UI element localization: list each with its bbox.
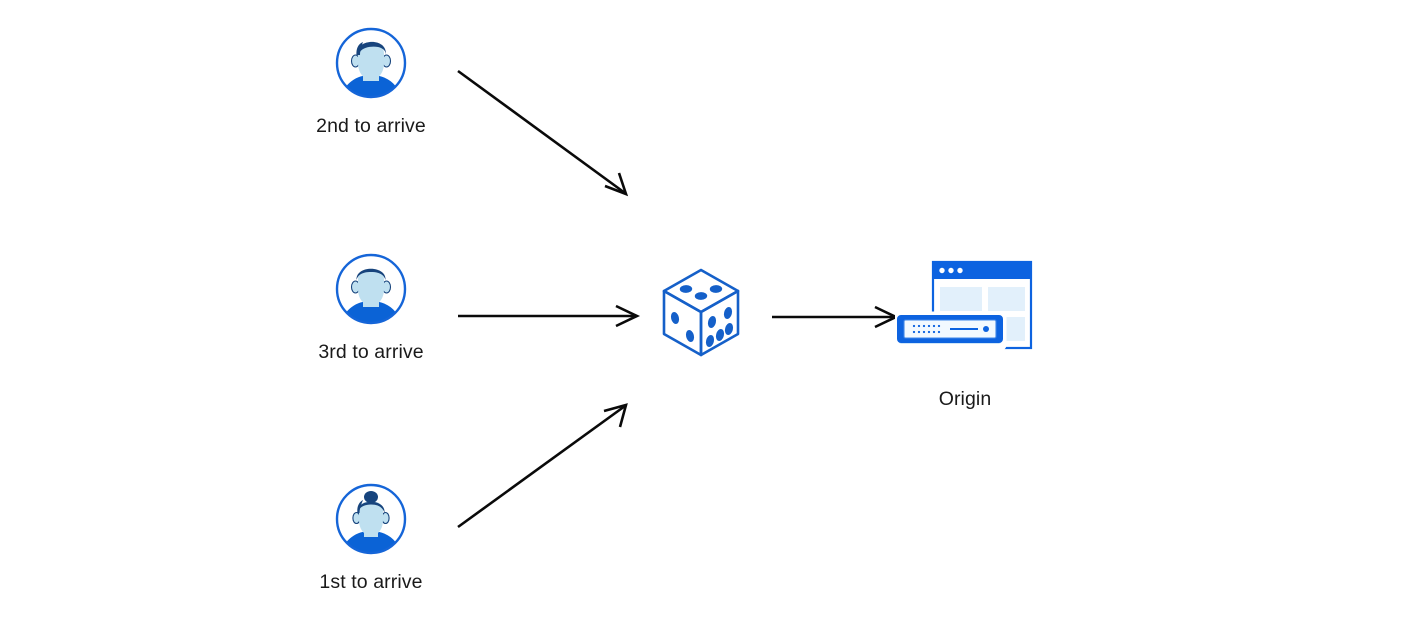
user-avatar-icon bbox=[333, 481, 409, 557]
node-label-origin: Origin bbox=[938, 388, 992, 410]
node-visitor-3rd[interactable]: 3rd to arrive bbox=[311, 251, 431, 364]
node-label-visitor-1st: 1st to arrive bbox=[319, 571, 423, 593]
arrow-3rd-to-dice bbox=[458, 304, 641, 328]
node-label-visitor-2nd: 2nd to arrive bbox=[316, 115, 426, 137]
arrow-dice-to-origin bbox=[772, 305, 900, 329]
node-origin[interactable]: Origin bbox=[893, 258, 1035, 411]
dice-cube-icon bbox=[660, 266, 742, 360]
user-avatar-icon bbox=[333, 25, 409, 101]
node-visitor-2nd[interactable]: 2nd to arrive bbox=[311, 25, 431, 138]
user-avatar-icon bbox=[333, 251, 409, 327]
arrow-2nd-to-dice bbox=[457, 69, 629, 197]
node-visitor-1st[interactable]: 1st to arrive bbox=[311, 481, 431, 594]
node-label-visitor-3rd: 3rd to arrive bbox=[318, 341, 424, 363]
arrow-1st-to-dice bbox=[457, 403, 628, 529]
server-device-icon bbox=[893, 311, 1007, 351]
origin-server-icon bbox=[893, 258, 1035, 366]
